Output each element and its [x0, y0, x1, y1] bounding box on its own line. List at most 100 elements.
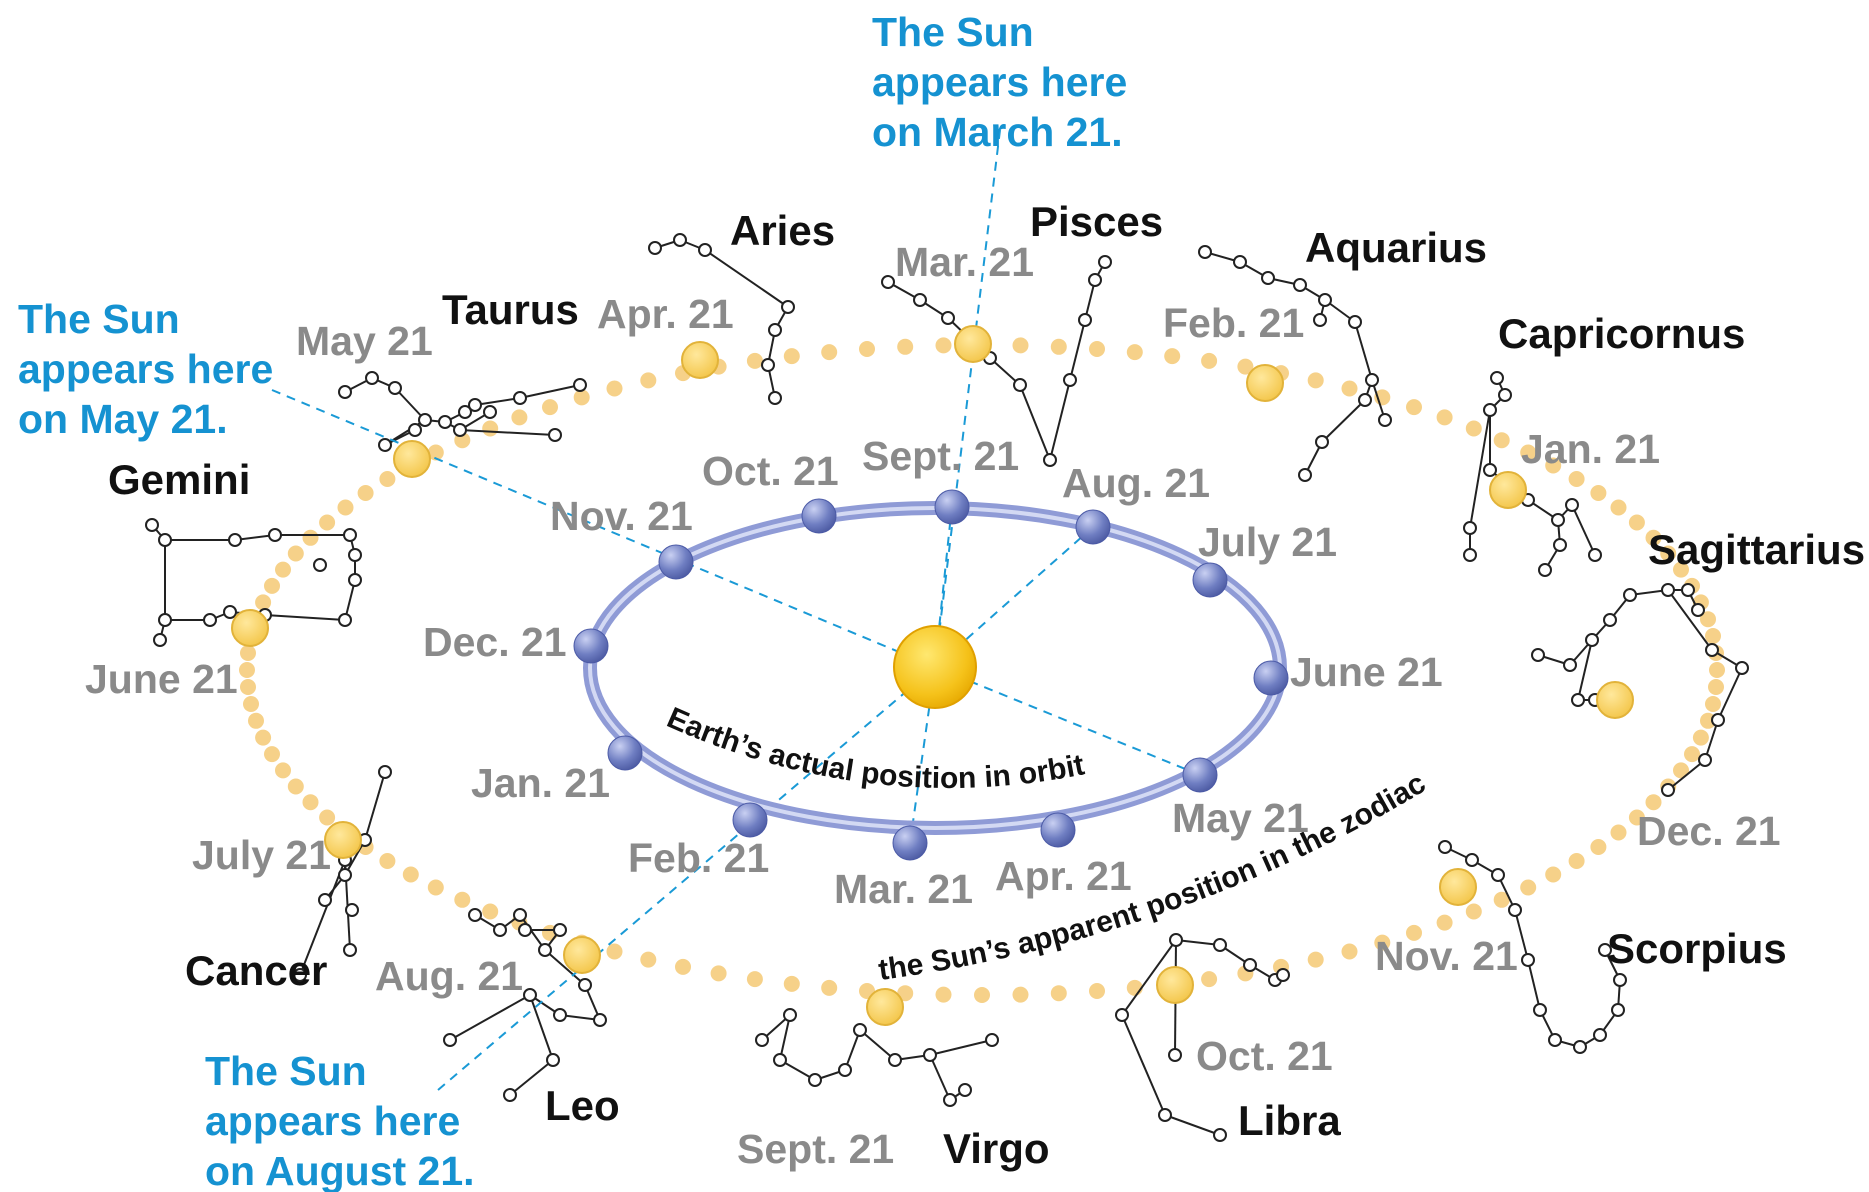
constellation-figure-cancer — [293, 765, 392, 982]
constellation-star — [1298, 468, 1312, 482]
constellation-line — [929, 1039, 993, 1056]
callout-august-line-1: The Sun — [205, 1048, 367, 1094]
constellation-star — [1063, 373, 1077, 387]
constellation-star — [538, 943, 552, 957]
constellation-star — [1623, 588, 1637, 602]
constellation-star — [1115, 1008, 1129, 1022]
zodiac-dot — [275, 762, 291, 779]
constellation-star — [1276, 968, 1290, 982]
sun-date-aug: Aug. 21 — [375, 953, 523, 999]
zodiac-dot — [337, 499, 354, 516]
earth-marker-jun — [1253, 660, 1289, 696]
constellation-star — [1315, 435, 1329, 449]
sun-date-labels: Mar. 21 Apr. 21 May 21 June 21 July 21 A… — [85, 239, 1781, 1172]
zodiac-dot — [1493, 891, 1510, 908]
constellation-line — [1049, 379, 1071, 461]
zodiac-dot — [319, 809, 336, 826]
earth-date-jul: July 21 — [1198, 519, 1337, 565]
zodiac-sun-marker-mar — [954, 325, 992, 363]
sun-date-sep: Sept. 21 — [737, 1126, 894, 1172]
zodiac-sun-marker-jul — [324, 821, 362, 859]
constellation-line — [1704, 719, 1719, 761]
constellation-line — [1571, 504, 1596, 556]
constellation-star — [468, 908, 482, 922]
zodiac-sun-marker-sep — [866, 988, 904, 1026]
constellation-name-capricornus: Capricornus — [1498, 310, 1745, 357]
constellation-line — [459, 429, 556, 436]
constellation-names: Aries Pisces Aquarius Capricornus Sagitt… — [108, 198, 1865, 1172]
constellation-line — [1667, 589, 1713, 651]
earth-date-labels: Sept. 21 Aug. 21 July 21 June 21 May 21 … — [423, 433, 1443, 912]
constellation-star — [228, 533, 242, 547]
constellation-star — [343, 943, 357, 957]
constellation-line — [1354, 321, 1373, 381]
constellation-star — [203, 613, 217, 627]
constellation-star — [773, 1053, 787, 1067]
zodiac-dot — [606, 380, 623, 397]
constellation-star — [1571, 693, 1585, 707]
earth-marker-jul — [1192, 562, 1228, 598]
zodiac-dot — [427, 444, 444, 461]
constellation-star — [853, 1023, 867, 1037]
constellation-star — [755, 1033, 769, 1047]
constellation-line — [1717, 667, 1743, 721]
zodiac-sun-marker-apr — [681, 341, 719, 379]
zodiac-dot — [1568, 853, 1585, 869]
constellation-star — [1483, 463, 1497, 477]
zodiac-dot — [1237, 358, 1254, 375]
constellation-star — [1318, 293, 1332, 307]
zodiac-dot — [1089, 341, 1105, 357]
constellation-star — [553, 923, 567, 937]
constellation-line — [1514, 909, 1529, 961]
constellation-line — [519, 914, 546, 951]
constellation-star — [1521, 953, 1535, 967]
zodiac-dot — [1708, 679, 1724, 695]
zodiac-dot — [454, 891, 471, 908]
constellation-star — [348, 548, 362, 562]
zodiac-dot — [1590, 485, 1607, 501]
constellation-star — [1533, 1003, 1547, 1017]
constellation-star — [1463, 521, 1477, 535]
zodiac-dot — [935, 337, 952, 354]
constellation-star — [145, 518, 159, 532]
zodiac-dot — [255, 729, 272, 746]
constellation-star — [1313, 313, 1327, 327]
constellation-star — [458, 405, 472, 419]
earth-marker-jan — [607, 735, 643, 771]
constellation-star — [223, 605, 237, 619]
constellation-star — [365, 371, 379, 385]
zodiac-dot — [1089, 983, 1105, 999]
zodiac-dot — [1341, 943, 1358, 960]
constellation-star — [546, 1053, 560, 1067]
zodiac-dot — [287, 778, 304, 795]
earth-marker-mar — [892, 825, 928, 861]
constellation-star — [1598, 943, 1612, 957]
zodiac-dot — [1673, 762, 1689, 779]
constellation-star — [1483, 403, 1497, 417]
earth-date-feb: Feb. 21 — [628, 835, 769, 881]
constellation-star — [443, 1033, 457, 1047]
constellation-figure-virgo — [755, 1008, 999, 1107]
zodiac-dot — [302, 794, 319, 811]
zodiac-dot — [1050, 985, 1067, 1002]
sun-date-feb: Feb. 21 — [1163, 300, 1304, 346]
constellation-star — [493, 923, 507, 937]
zodiac-dot — [783, 975, 800, 992]
constellation-star — [523, 988, 537, 1002]
constellation-line — [264, 614, 346, 621]
zodiac-dot — [974, 987, 990, 1003]
constellation-line — [299, 859, 346, 976]
zodiac-dot — [746, 352, 763, 369]
zodiac-dot — [357, 485, 374, 501]
constellation-star — [338, 613, 352, 627]
zodiac-sun-marker-nov — [1439, 868, 1477, 906]
constellation-star — [483, 405, 497, 419]
constellation-star — [153, 633, 167, 647]
constellation-figure-leo — [443, 908, 607, 1102]
constellation-line — [509, 1059, 554, 1096]
zodiac-dot — [675, 958, 691, 975]
constellation-name-pisces: Pisces — [1030, 198, 1163, 245]
constellation-star — [888, 1053, 902, 1067]
constellation-star — [408, 423, 422, 437]
constellation-star — [1565, 498, 1579, 512]
